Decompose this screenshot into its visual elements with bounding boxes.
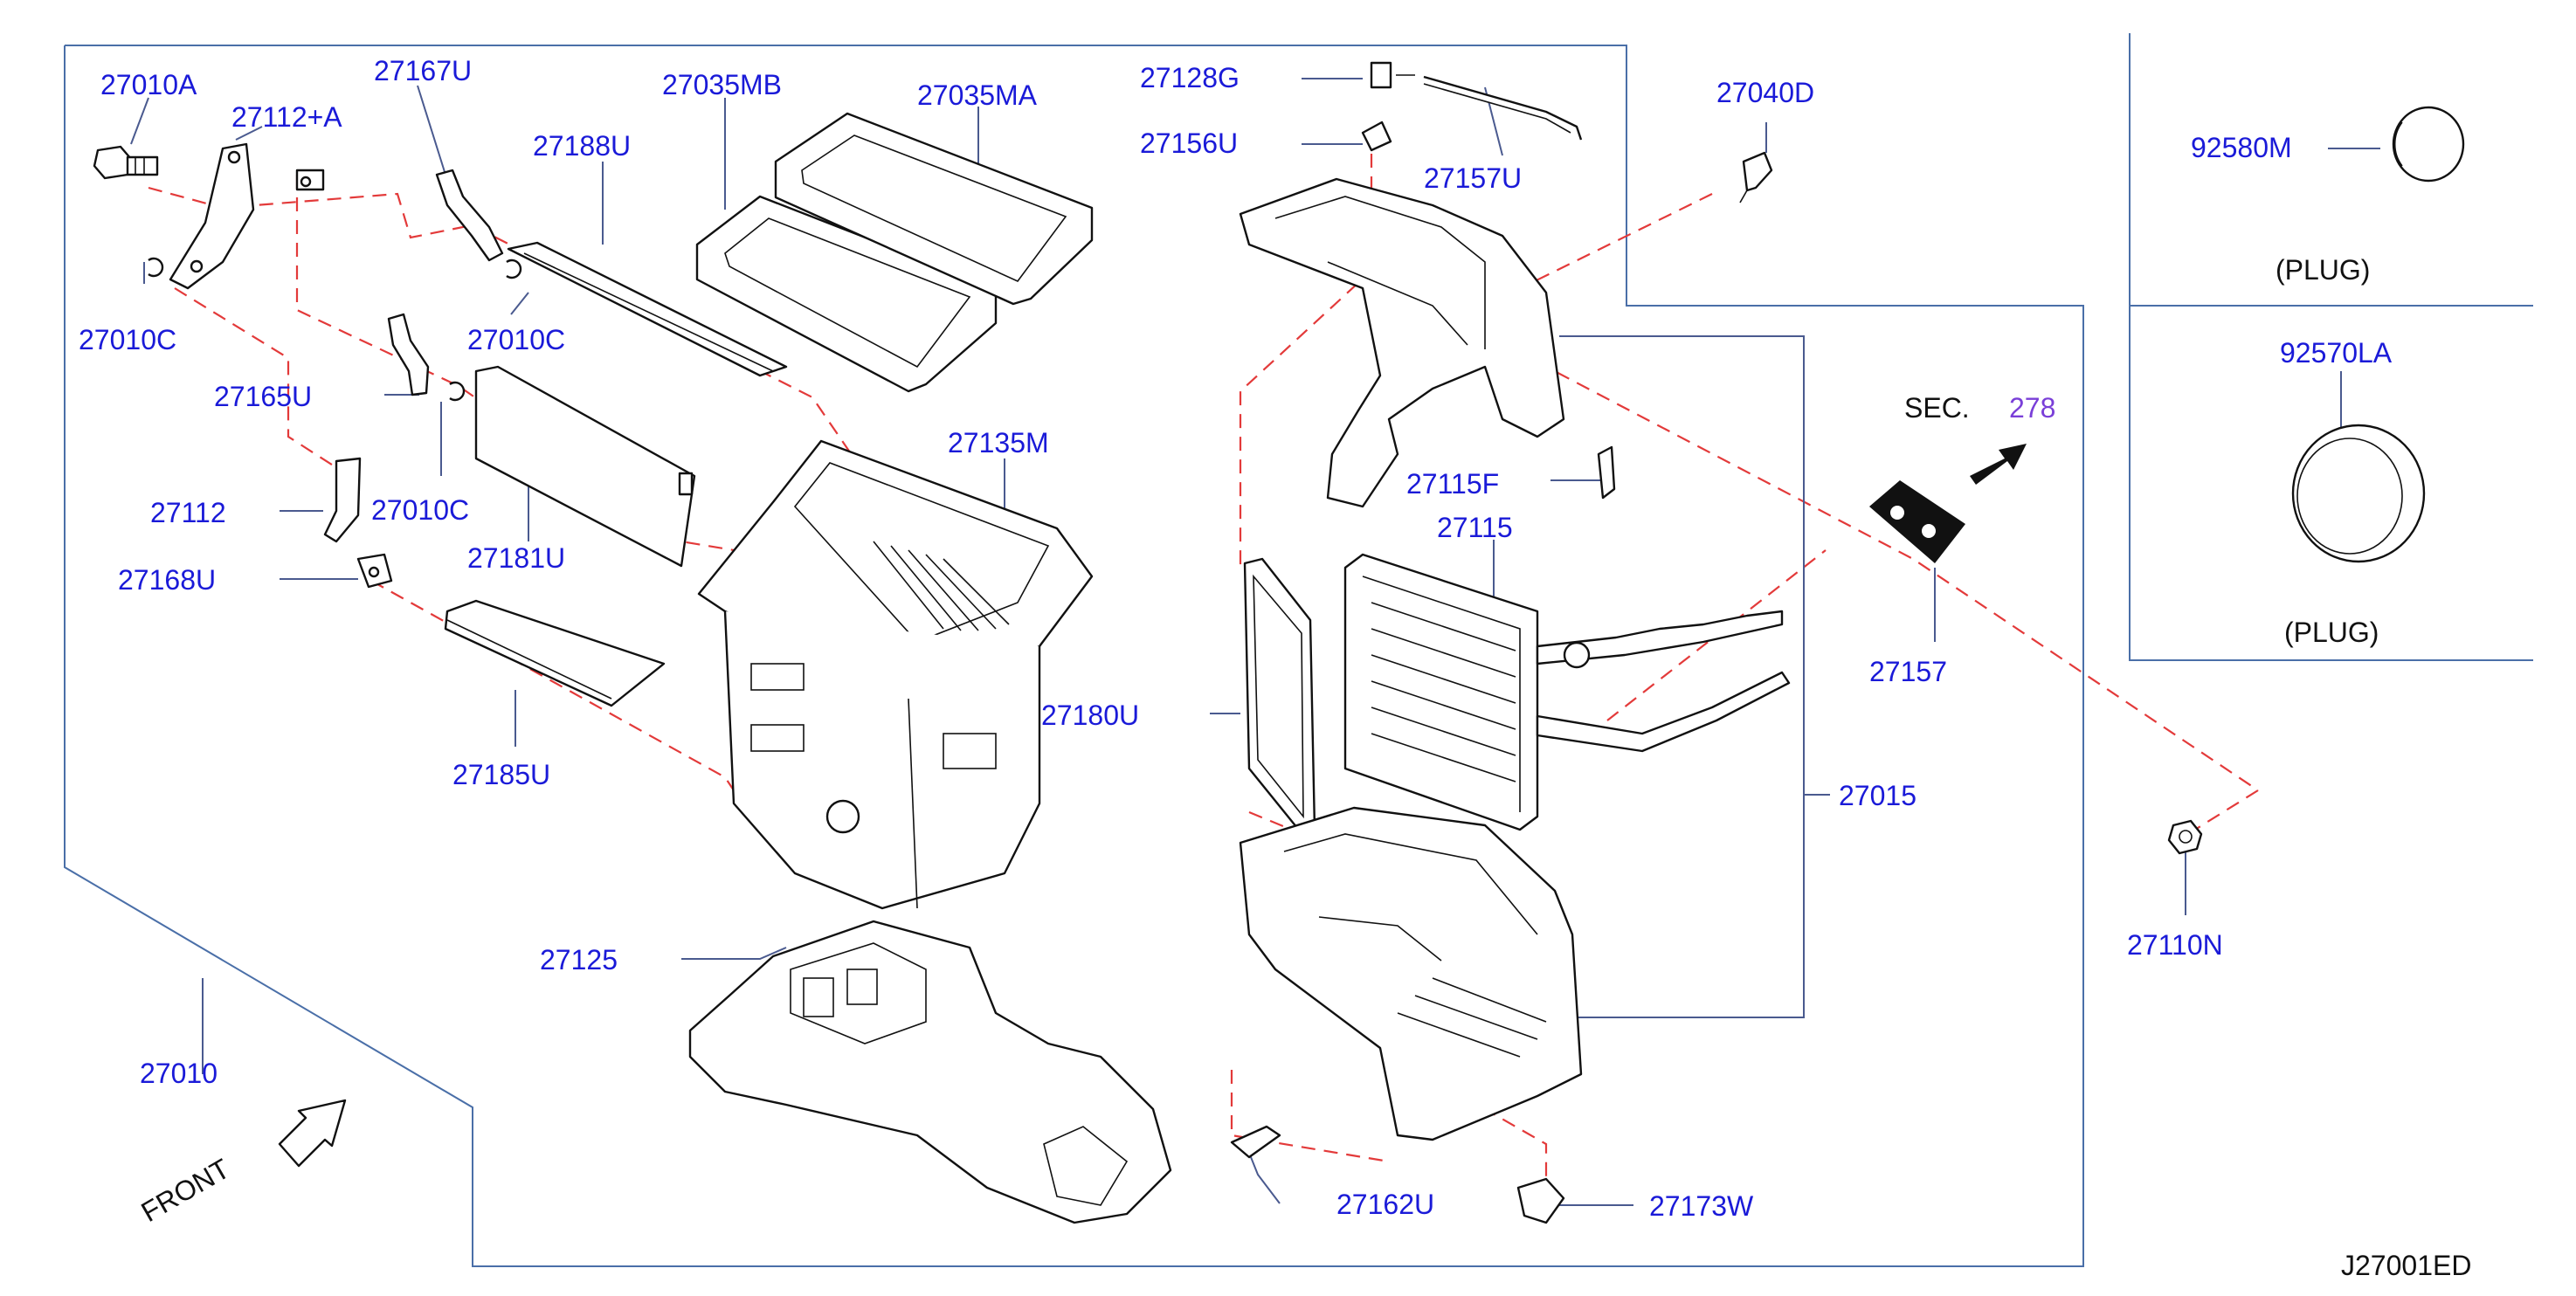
label-27181u[interactable]: 27181U (467, 542, 565, 574)
part-labels: 27010A 27112+A 27167U 27188U 27035MB 270… (79, 55, 2471, 1281)
section-arrow-icon[interactable] (1970, 444, 2027, 485)
case-27125-icon[interactable] (688, 920, 1172, 1224)
fitting-27128g-icon[interactable] (1370, 61, 1415, 89)
label-27156u[interactable]: 27156U (1140, 128, 1238, 159)
label-27112a[interactable]: 27112+A (231, 101, 342, 133)
section-prefix: SEC. (1904, 392, 1970, 424)
label-27162u[interactable]: 27162U (1336, 1189, 1434, 1220)
housing-27135m-icon[interactable] (697, 439, 1094, 910)
label-27135m[interactable]: 27135M (948, 427, 1049, 458)
clip-27162u-icon[interactable] (1230, 1125, 1281, 1159)
front-label: FRONT (136, 1153, 235, 1228)
assembly-frame (64, 33, 2533, 1267)
label-27167u[interactable]: 27167U (374, 55, 472, 86)
label-27125[interactable]: 27125 (540, 944, 618, 975)
label-27110n[interactable]: 27110N (2127, 929, 2223, 961)
plug-92570la-icon[interactable] (2291, 424, 2426, 563)
plug-note-1: (PLUG) (2276, 254, 2370, 286)
label-27157[interactable]: 27157 (1869, 656, 1947, 687)
label-27188u[interactable]: 27188U (533, 130, 631, 162)
door-27181u-icon[interactable] (474, 365, 696, 568)
label-27173w[interactable]: 27173W (1649, 1190, 1754, 1222)
link-27167u-icon[interactable] (435, 169, 504, 262)
bracket-27156u-icon[interactable] (1361, 121, 1392, 152)
screw-27040d-icon[interactable] (1739, 151, 1773, 203)
lever-27112a-icon[interactable] (169, 142, 325, 290)
filter-27035mb-icon[interactable] (695, 195, 998, 393)
label-27040d[interactable]: 27040D (1716, 77, 1814, 108)
plug-note-2: (PLUG) (2284, 617, 2379, 648)
bolt-27010a-icon[interactable] (93, 145, 159, 180)
label-27115f[interactable]: 27115F (1406, 468, 1499, 500)
bracket-27168u-icon[interactable] (356, 553, 393, 589)
front-arrow-icon (278, 1099, 347, 1168)
label-27010a[interactable]: 27010A (100, 69, 197, 100)
gasket-27157-icon[interactable] (1869, 480, 1965, 563)
section-number-link[interactable]: 278 (2009, 392, 2055, 424)
label-27035mb[interactable]: 27035MB (662, 69, 782, 100)
nut-27110n-icon[interactable] (2167, 819, 2203, 855)
door-27180u-icon[interactable] (1243, 557, 1316, 831)
plug-92580m-icon[interactable] (2392, 106, 2465, 183)
label-27180u[interactable]: 27180U (1041, 700, 1139, 731)
label-27115[interactable]: 27115 (1437, 512, 1513, 543)
label-27128g[interactable]: 27128G (1140, 62, 1240, 93)
leader-lines (130, 78, 2380, 1206)
label-27168u[interactable]: 27168U (118, 564, 216, 596)
door-27188u-icon[interactable] (507, 241, 788, 377)
label-27010c-a[interactable]: 27010C (79, 324, 176, 355)
label-92580m[interactable]: 92580M (2191, 132, 2292, 163)
heater-core-27115-icon[interactable] (1343, 553, 1791, 831)
label-27035ma[interactable]: 27035MA (917, 79, 1038, 111)
label-27015[interactable]: 27015 (1839, 780, 1916, 811)
lever-27112-icon[interactable] (323, 457, 362, 543)
door-27185u-icon[interactable] (444, 599, 666, 707)
filter-27035ma-icon[interactable] (774, 112, 1094, 306)
label-27165u[interactable]: 27165U (214, 381, 312, 412)
diagram-code: J27001ED (2341, 1250, 2471, 1281)
upper-heater-housing-icon[interactable] (1239, 177, 1565, 508)
clip-27115f-icon[interactable] (1597, 445, 1616, 500)
link-27165u-icon[interactable] (387, 313, 430, 396)
clip-27173w-icon[interactable] (1516, 1177, 1565, 1224)
label-27010c-b[interactable]: 27010C (467, 324, 565, 355)
label-27010[interactable]: 27010 (140, 1058, 218, 1089)
label-27112[interactable]: 27112 (150, 497, 226, 528)
label-27185u[interactable]: 27185U (452, 759, 550, 790)
label-27157u[interactable]: 27157U (1424, 162, 1522, 194)
label-27010c-c[interactable]: 27010C (371, 494, 469, 526)
label-92570la[interactable]: 92570LA (2280, 337, 2393, 369)
lower-heater-housing-icon[interactable] (1239, 806, 1583, 1141)
clip-27010c-icon[interactable] (148, 257, 522, 402)
rod-27157u-icon[interactable] (1423, 75, 1583, 141)
